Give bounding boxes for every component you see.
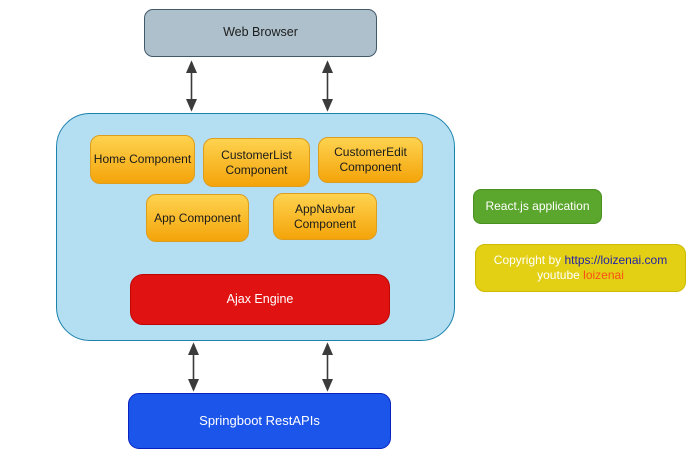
customeredit-component-node: CustomerEdit Component [318,137,423,183]
web-browser-label: Web Browser [223,25,298,40]
copyright-prefix: Copyright by [493,253,565,267]
ajax-engine-label: Ajax Engine [226,291,294,306]
springboot-restapis-node: Springboot RestAPIs [128,393,391,449]
customeredit-component-label: CustomerEdit Component [334,145,407,174]
app-component-node: App Component [146,194,249,242]
customerlist-component-node: CustomerList Component [203,138,310,187]
copyright-box: Copyright by https://loizenai.com youtub… [475,244,686,292]
copyright-youtube-label: youtube [537,268,584,282]
home-component-node: Home Component [90,135,195,184]
home-component-label: Home Component [93,152,192,166]
reactjs-application-label: React.js application [485,199,590,213]
app-component-label: App Component [154,210,241,225]
ajax-engine-node: Ajax Engine [130,274,390,325]
copyright-channel: loizenai [583,268,624,282]
appnavbar-component-node: AppNavbar Component [273,193,377,240]
customerlist-component-label: CustomerList Component [221,147,292,177]
reactjs-application-legend: React.js application [473,189,602,224]
copyright-line-1: Copyright by https://loizenai.com [494,253,667,268]
copyright-url: https://loizenai.com [564,253,668,267]
springboot-restapis-label: Springboot RestAPIs [199,412,320,428]
copyright-line-2: youtube loizenai [537,268,624,283]
appnavbar-component-label: AppNavbar Component [293,201,357,231]
web-browser-node: Web Browser [144,9,377,57]
